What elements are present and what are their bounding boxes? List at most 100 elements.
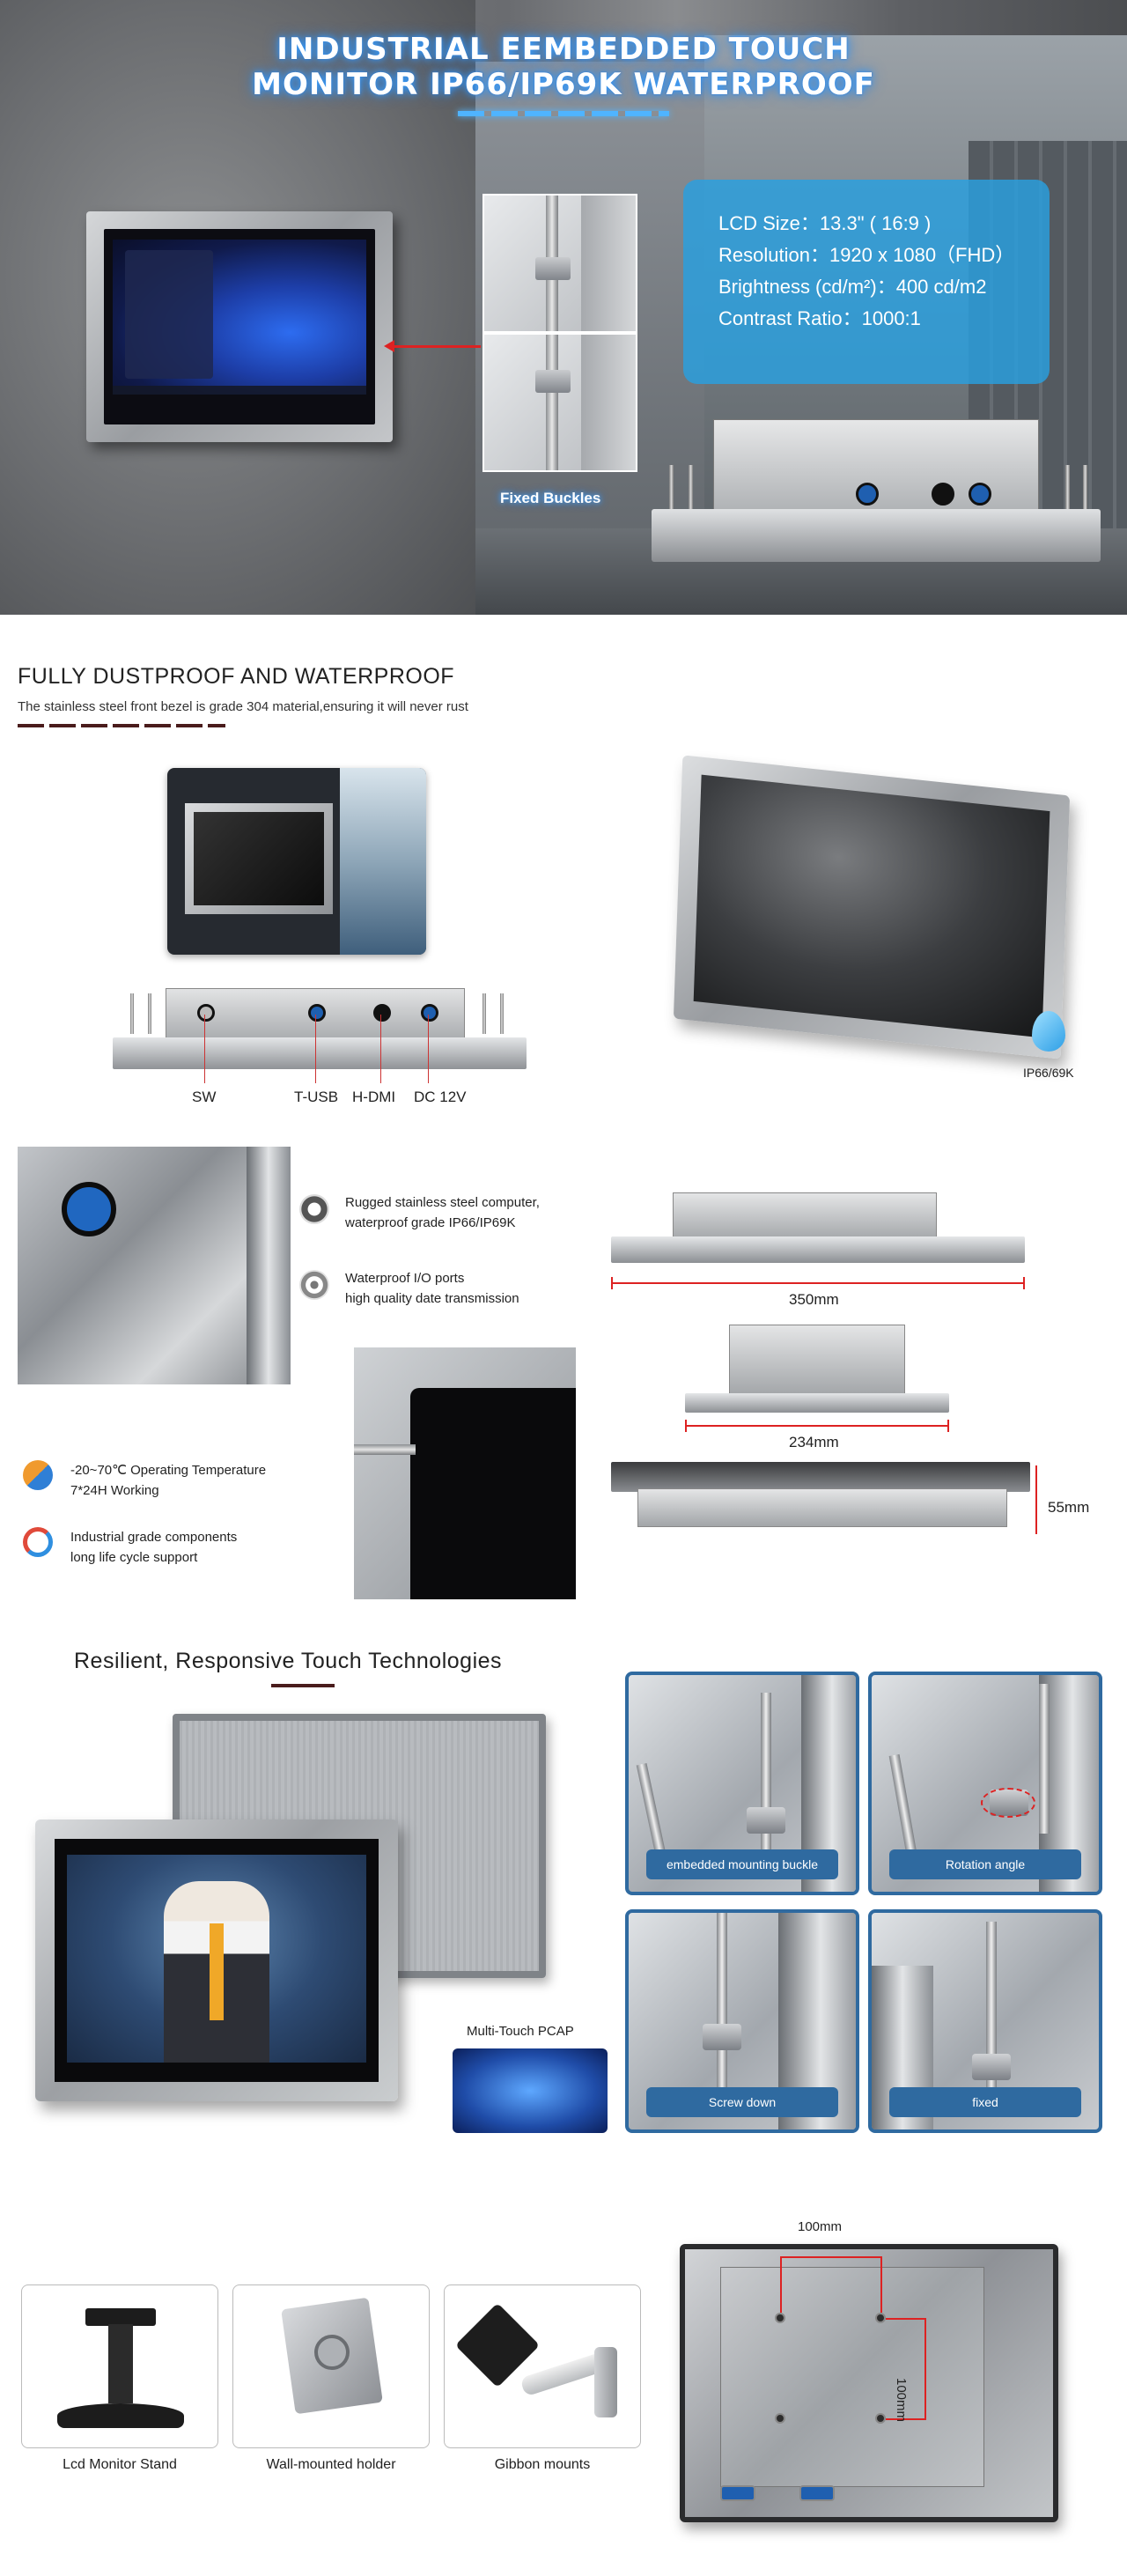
port-label-dc: DC 12V [414,1089,467,1105]
feature-line: -20~70℃ Operating Temperature [70,1463,267,1478]
fixed-buckles-label: Fixed Buckles [500,490,601,506]
spec-resolution: Resolution：1920 x 1080（FHD） [718,244,1015,266]
buckle-clip [747,1807,785,1834]
dimension-line-depth [1035,1465,1037,1534]
rear-housing [729,1325,905,1397]
stand-base-icon [57,2403,184,2428]
front-bezel [113,1037,527,1069]
feature-line: long life cycle support [70,1550,198,1565]
stand-option [21,2284,218,2448]
feature-io: Waterproof I/O ports high quality date t… [345,1268,519,1309]
bolt [1039,1684,1050,1834]
mount-pin [669,465,674,514]
stand-top-icon [85,2308,156,2326]
mount-label-wall: Wall-mounted holder [266,2457,396,2472]
mount-pin [689,465,693,514]
step-caption: embedded mounting buckle [646,1849,838,1879]
mount-pin [482,993,486,1034]
feature-line: Industrial grade components [70,1530,238,1545]
bolt [546,335,558,470]
usb-port [308,1004,326,1022]
dimension-line-width [611,1282,1025,1284]
hero-title-line1: INDUSTRIAL EEMBEDDED TOUCH [276,32,851,67]
buckle-clip [703,2024,741,2050]
touch-monitor-image [35,1819,398,2101]
touch-title: Resilient, Responsive Touch Technologies [74,1649,503,1673]
dimension-line-height [685,1425,949,1427]
port-connector [932,483,954,506]
vesa-guide-vertical [924,2318,926,2420]
bracket-hub-icon [314,2335,350,2370]
dimension-cap [947,1420,949,1432]
bolt [888,1753,918,1861]
step-tile-fixed: fixed [868,1909,1102,2133]
port-label-usb: T-USB [294,1089,339,1105]
port-closeup-image [18,1147,291,1384]
water-drop-icon [1032,1011,1065,1052]
vesa-hole [775,2313,785,2323]
wet-screen [693,774,1050,1038]
waterproof-monitor-image [673,755,1071,1059]
tie [210,1923,224,2020]
buckle-clip [535,370,571,393]
vesa-horizontal-label: 100mm [798,2219,843,2234]
side-dimension-image [685,1323,949,1413]
stand-pole-icon [108,2324,133,2403]
port-pointer [428,1015,429,1083]
port-connector [856,483,879,506]
front-bezel [685,1393,949,1413]
connector-icon [299,1270,329,1300]
rear-housing [673,1192,937,1242]
rating-label: IP66/69K [1023,1066,1074,1080]
factory-photo [340,768,426,955]
port-pointer [315,1015,316,1083]
spec-lcd-size: LCD Size：13.3" ( 16:9 ) [718,212,932,234]
dimension-cap [685,1420,687,1432]
screen-corner [410,1388,576,1599]
rear-port [720,2485,755,2501]
vesa-hole [875,2313,886,2323]
vesa-hole [875,2413,886,2424]
vesa-hole [775,2413,785,2424]
feature-rugged: Rugged stainless steel computer, waterpr… [345,1192,540,1233]
gibbon-mount-option [444,2284,641,2448]
depth-dimension-image [611,1462,1030,1546]
wall-holder-option [232,2284,430,2448]
dimension-cap [1023,1277,1025,1289]
feature-line: Rugged stainless steel computer, [345,1195,540,1210]
spec-brightness: Brightness (cd/m²)：400 cd/m2 [718,276,987,298]
widget-panel [125,250,213,379]
rear-housing [720,2267,984,2487]
buckle-detail-top [482,194,637,333]
touch-demo-graphic [67,1855,366,2063]
wall-clamp-icon [594,2347,617,2417]
step-tile-buckle: embedded mounting buckle [625,1672,859,1895]
section-underline [271,1684,335,1687]
feature-components: Industrial grade components long life cy… [70,1527,237,1568]
step-caption: Rotation angle [889,1849,1081,1879]
desktop-wallpaper [113,240,366,395]
monitor-back-image [652,412,1101,569]
hero-title-line2: MONITOR IP66/IP69K WATERPROOF [252,67,875,102]
diamond-icon [299,1194,329,1224]
title-underline [458,111,669,116]
taskbar [113,386,366,395]
monitor-front-image [86,211,393,442]
section-underline [18,724,225,727]
rear-port [799,2485,835,2501]
bracket-plate [581,335,636,470]
vesa-vertical-label: 100mm [894,2378,909,2423]
pcap-label: Multi-Touch PCAP [467,2024,574,2039]
dustproof-title: FULLY DUSTPROOF AND WATERPROOF [18,664,455,689]
feature-line: high quality date transmission [345,1291,519,1306]
mount-pin [1065,465,1070,514]
hero-banner: INDUSTRIAL EEMBEDDED TOUCH MONITOR IP66/… [0,0,1127,615]
mount-pin [1083,465,1087,514]
mount-label-gibbon: Gibbon mounts [494,2457,591,2472]
vesa-guide [780,2256,782,2313]
buckle-clip [972,2054,1011,2080]
dustproof-subtitle: The stainless steel front bezel is grade… [18,699,468,714]
bracket-plate [581,196,636,331]
feature-line: waterproof grade IP66/IP69K [345,1215,516,1230]
step-tile-screw: Screw down [625,1909,859,2133]
